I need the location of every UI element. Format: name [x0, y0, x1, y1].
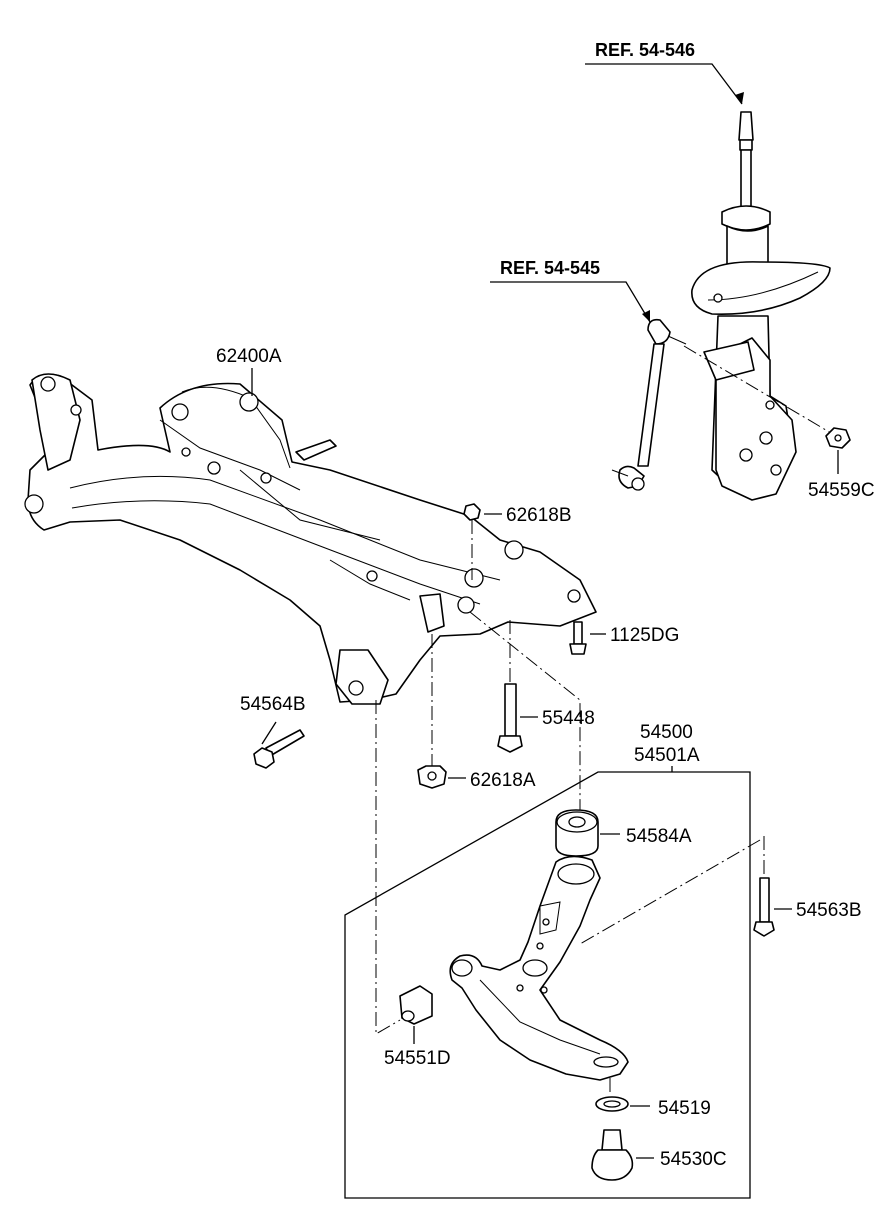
label-crossmember: 62400A — [216, 346, 282, 367]
link-nut: 54559C — [683, 345, 875, 501]
label-bolt-arm: 54563B — [796, 900, 862, 921]
label-arm-assy-2: 54501A — [634, 745, 700, 766]
snap-ring: 54519 — [595, 1078, 711, 1119]
strut-assembly — [691, 111, 831, 501]
bushing-rear: 54584A — [555, 809, 692, 857]
label-bolt-vertical: 55448 — [542, 708, 595, 729]
crossmember — [24, 373, 597, 705]
label-nut-upper: 62618B — [506, 505, 572, 526]
ref-link-label: REF. 54-545 — [500, 258, 600, 278]
label-link-nut: 54559C — [808, 480, 875, 501]
crossmember-callout: 62400A — [216, 346, 282, 396]
nut-lower: 62618A — [417, 634, 536, 791]
nut-upper: 62618B — [463, 503, 572, 580]
label-bushing-front: 54551D — [384, 1048, 451, 1069]
label-bushing-rear: 54584A — [626, 826, 692, 847]
ref-strut-label: REF. 54-546 — [595, 40, 695, 60]
label-bolt-front: 54564B — [240, 694, 306, 715]
stabilizer-link — [611, 318, 687, 491]
bolt-small: 1125DG — [569, 621, 679, 655]
label-arm-assy-1: 54500 — [640, 722, 693, 743]
ball-joint: 54530C — [591, 1129, 727, 1181]
lower-control-arm — [449, 855, 629, 1081]
arm-assembly-box: 54500 54501A — [344, 722, 751, 1199]
front-bushing-guide — [375, 700, 401, 1035]
label-ball-joint: 54530C — [660, 1149, 727, 1170]
ref-strut-callout: REF. 54-546 — [585, 40, 744, 105]
bolt-vertical: 55448 — [497, 620, 595, 753]
label-snap-ring: 54519 — [658, 1098, 711, 1119]
bushing-front: 54551D — [384, 985, 451, 1069]
label-nut-lower: 62618A — [470, 770, 536, 791]
label-bolt-small: 1125DG — [610, 625, 679, 646]
bolt-front: 54564B — [240, 694, 306, 769]
ref-link-callout: REF. 54-545 — [490, 258, 651, 323]
bolt-arm: 54563B — [579, 836, 862, 945]
